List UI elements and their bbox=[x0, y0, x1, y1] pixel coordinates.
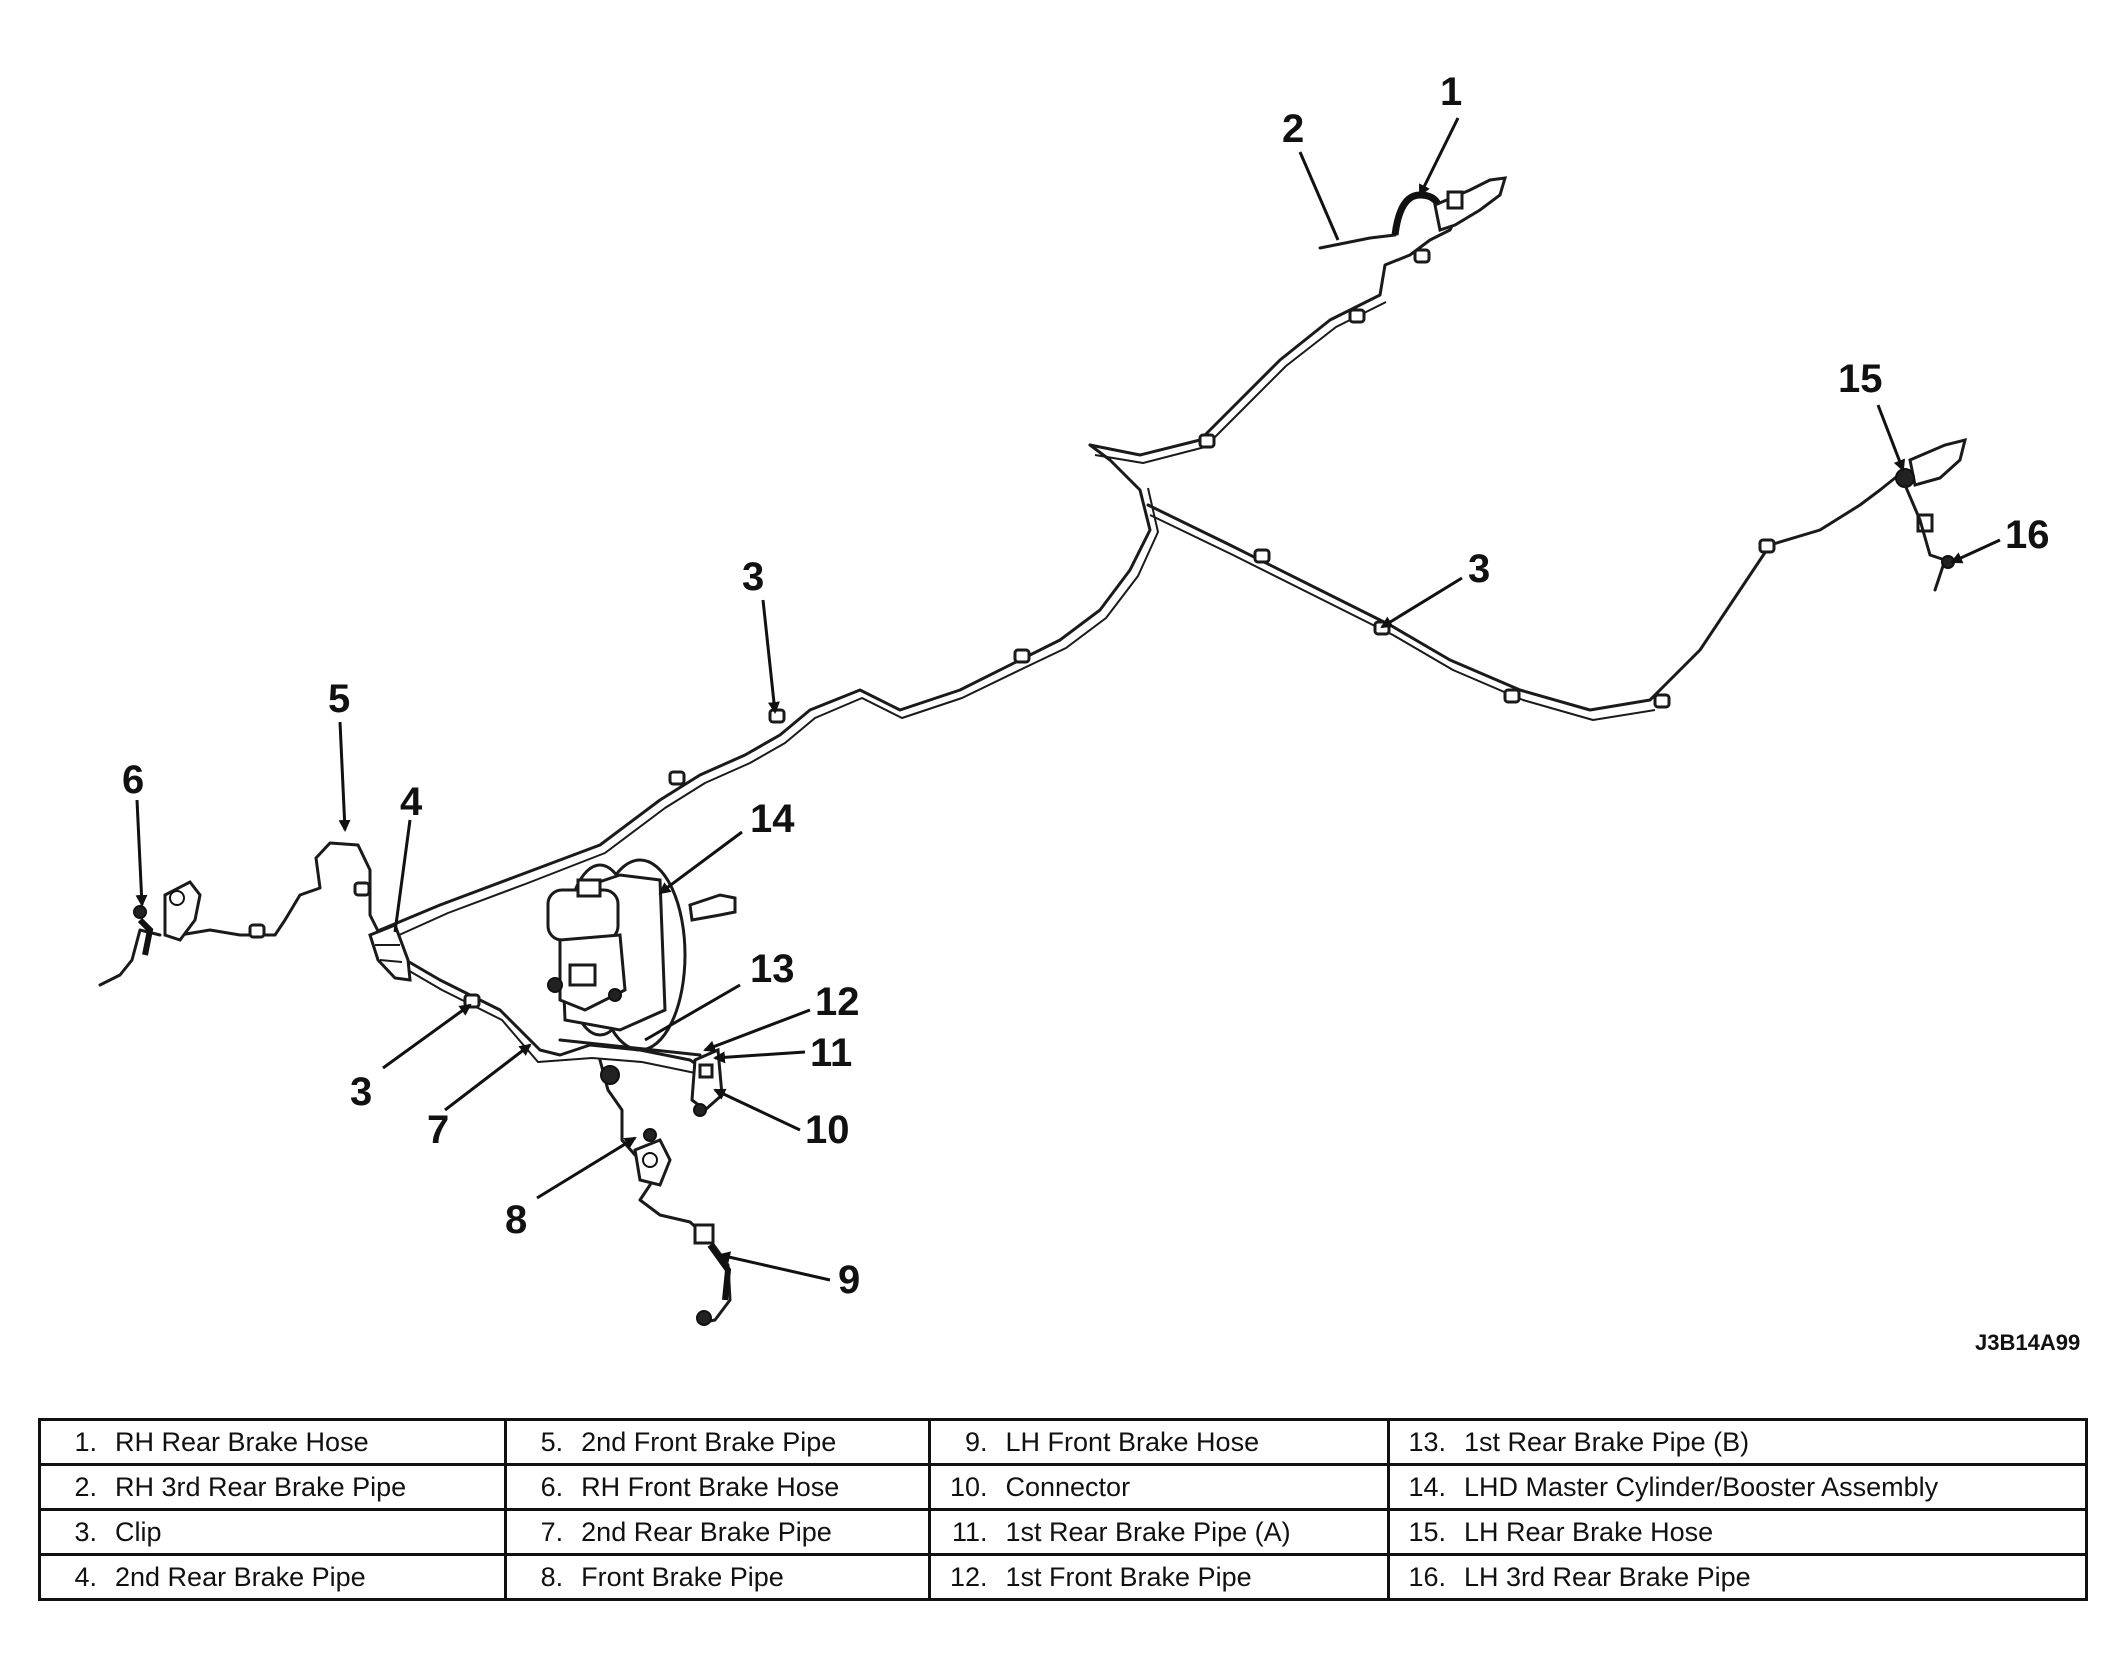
legend-number: 8. bbox=[540, 1561, 564, 1592]
lh-rear-hose-assembly bbox=[1895, 437, 1968, 592]
legend-text: 2nd Rear Brake Pipe bbox=[581, 1516, 832, 1547]
legend-cell: 3. Clip bbox=[37, 1508, 508, 1556]
callout-3-lower: 3 bbox=[350, 1070, 372, 1114]
legend-row: 4. 2nd Rear Brake Pipe 8. Front Brake Pipe… bbox=[37, 1553, 2088, 1601]
figure-code: J3B14A99 bbox=[1975, 1330, 2081, 1355]
legend-cell: 4. 2nd Rear Brake Pipe bbox=[37, 1553, 508, 1601]
legend-number: 16. bbox=[1408, 1561, 1447, 1592]
callout-9: 9 bbox=[838, 1258, 860, 1302]
legend-text: Connector bbox=[1005, 1471, 1131, 1502]
callout-3-right: 3 bbox=[1468, 547, 1490, 591]
parts-legend-table: 1. RH Rear Brake Hose 5. 2nd Front Brake P… bbox=[37, 1418, 2088, 1601]
legend-number: 12. bbox=[949, 1561, 988, 1592]
legend-text: 1st Rear Brake Pipe (B) bbox=[1464, 1426, 1750, 1457]
legend-cell: 14. LHD Master Cylinder/Booster Assembly bbox=[1387, 1463, 2088, 1511]
legend-row: 1. RH Rear Brake Hose 5. 2nd Front Brake P… bbox=[37, 1418, 2088, 1466]
legend-number: 13. bbox=[1408, 1426, 1447, 1457]
callout-12: 12 bbox=[815, 980, 860, 1024]
legend-number: 15. bbox=[1408, 1516, 1447, 1547]
legend-cell: 15. LH Rear Brake Hose bbox=[1387, 1508, 2088, 1556]
legend-text: Clip bbox=[115, 1516, 162, 1547]
legend-cell: 9. LH Front Brake Hose bbox=[928, 1418, 1391, 1466]
legend-text: Front Brake Pipe bbox=[581, 1561, 784, 1592]
legend-cell: 5. 2nd Front Brake Pipe bbox=[504, 1418, 932, 1466]
legend-cell: 16. LH 3rd Rear Brake Pipe bbox=[1387, 1553, 2088, 1601]
legend-number: 7. bbox=[540, 1516, 564, 1547]
brake-pipes bbox=[98, 183, 1907, 1324]
rh-front-hose-assembly bbox=[133, 880, 202, 956]
callout-6: 6 bbox=[122, 758, 144, 802]
legend-number: 14. bbox=[1408, 1471, 1447, 1502]
legend-text: RH 3rd Rear Brake Pipe bbox=[115, 1471, 407, 1502]
legend-number: 3. bbox=[74, 1516, 97, 1547]
pipe-clips bbox=[248, 248, 1776, 1009]
legend-row: 2. RH 3rd Rear Brake Pipe 6. RH Front Brak… bbox=[37, 1463, 2088, 1511]
legend-cell: 2. RH 3rd Rear Brake Pipe bbox=[37, 1463, 508, 1511]
legend-cell: 7. 2nd Rear Brake Pipe bbox=[504, 1508, 932, 1556]
legend-number: 9. bbox=[964, 1426, 988, 1457]
legend-number: 4. bbox=[74, 1561, 97, 1592]
callout-4: 4 bbox=[400, 780, 423, 824]
legend-number: 1. bbox=[74, 1426, 97, 1457]
callout-5: 5 bbox=[328, 677, 350, 721]
callout-7: 7 bbox=[427, 1108, 449, 1152]
legend-text: LH Front Brake Hose bbox=[1005, 1426, 1260, 1457]
leader-lines bbox=[135, 117, 2001, 1282]
legend-cell: 8. Front Brake Pipe bbox=[504, 1553, 932, 1601]
lh-front-hose-assembly bbox=[633, 1128, 732, 1326]
legend-cell: 10. Connector bbox=[928, 1463, 1391, 1511]
legend-number: 6. bbox=[540, 1471, 564, 1502]
legend-cell: 13. 1st Rear Brake Pipe (B) bbox=[1387, 1418, 2088, 1466]
legend-number: 2. bbox=[74, 1471, 97, 1502]
callout-labels: 1 2 3 3 3 4 5 6 7 8 9 10 11 12 13 14 15 … bbox=[122, 70, 2050, 1302]
legend-text: 1st Front Brake Pipe bbox=[1005, 1561, 1252, 1592]
rh-rear-hose-assembly bbox=[1318, 176, 1508, 250]
callout-1: 1 bbox=[1440, 70, 1462, 114]
legend-row: 3. Clip 7. 2nd Rear Brake Pipe 11. 1st Rear… bbox=[37, 1508, 2088, 1556]
callout-15: 15 bbox=[1838, 357, 1883, 401]
legend-cell: 12. 1st Front Brake Pipe bbox=[928, 1553, 1391, 1601]
callout-8: 8 bbox=[505, 1198, 527, 1242]
brake-line-diagram: 1 2 3 3 3 4 5 6 7 8 9 10 11 12 13 14 15 … bbox=[98, 70, 2050, 1326]
legend-cell: 1. RH Rear Brake Hose bbox=[37, 1418, 508, 1466]
legend-cell: 11. 1st Rear Brake Pipe (A) bbox=[928, 1508, 1391, 1556]
callout-14: 14 bbox=[750, 797, 795, 841]
legend-text: 1st Rear Brake Pipe (A) bbox=[1005, 1516, 1291, 1547]
callout-13: 13 bbox=[750, 947, 795, 991]
callout-10: 10 bbox=[805, 1108, 850, 1152]
callout-3-upper: 3 bbox=[742, 555, 764, 599]
legend-text: 2nd Front Brake Pipe bbox=[581, 1426, 837, 1457]
legend-text: LH 3rd Rear Brake Pipe bbox=[1464, 1561, 1751, 1592]
legend-cell: 6. RH Front Brake Hose bbox=[504, 1463, 932, 1511]
legend-text: 2nd Rear Brake Pipe bbox=[115, 1561, 366, 1592]
legend-text: LH Rear Brake Hose bbox=[1464, 1516, 1714, 1547]
master-cylinder-booster bbox=[546, 858, 737, 1052]
callout-2: 2 bbox=[1282, 107, 1304, 151]
callout-11: 11 bbox=[810, 1031, 852, 1075]
callout-16: 16 bbox=[2005, 513, 2050, 557]
legend-number: 5. bbox=[540, 1426, 564, 1457]
legend-text: RH Front Brake Hose bbox=[581, 1471, 840, 1502]
legend-number: 10. bbox=[949, 1471, 988, 1502]
legend-number: 11. bbox=[951, 1516, 988, 1547]
legend-text: LHD Master Cylinder/Booster Assembly bbox=[1464, 1471, 1939, 1502]
legend-text: RH Rear Brake Hose bbox=[115, 1426, 369, 1457]
